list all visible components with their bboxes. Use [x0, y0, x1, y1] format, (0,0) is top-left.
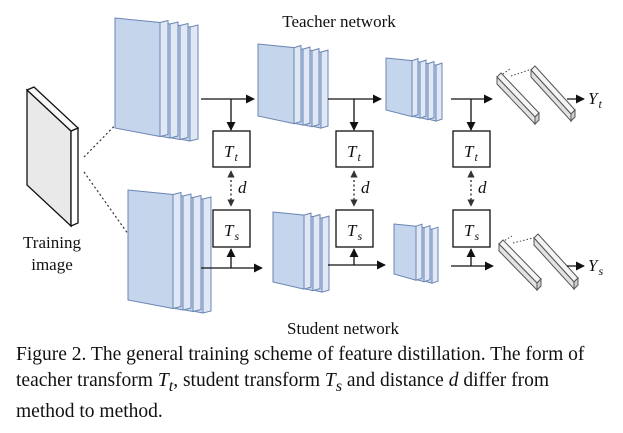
teacher-output-label: Yt [588, 89, 602, 111]
feature-map-sheet [127, 189, 182, 310]
student-transform-1: Ts [212, 209, 251, 268]
teacher-output-features [496, 65, 576, 126]
training-image-label-line2: image [31, 255, 73, 274]
caption-text-middle1: , student transform [173, 370, 325, 391]
student-feature-stack-3 [393, 223, 439, 284]
student-transform-3: Ts [452, 209, 491, 266]
caption-teacher-transform-sub: t [168, 376, 174, 395]
caption-text-suffix: differ from method to method. [16, 370, 550, 422]
distance-2: d [350, 170, 370, 207]
teacher-transform-3: Tt [452, 99, 491, 168]
svg-text:d: d [238, 178, 247, 197]
teacher-transform-2: Tt [335, 99, 374, 168]
student-feature-stack-1 [127, 189, 212, 314]
figure-caption: Figure 2. The general training scheme of… [16, 342, 612, 425]
student-network-label: Student network [287, 319, 399, 338]
student-feature-stack-2 [272, 211, 330, 293]
feature-map-sheet [257, 43, 302, 125]
caption-student-transform-sub: s [335, 376, 343, 395]
caption-text-prefix: Figure 2. The general training scheme of… [16, 344, 585, 391]
training-image [25, 86, 80, 228]
feature-distillation-diagram: Teacher network Student network Training… [23, 12, 603, 338]
student-output-label: Ys [588, 256, 603, 278]
teacher-feature-stack-1 [114, 17, 199, 142]
dotted-arrow-to-student [83, 171, 149, 263]
teacher-transform-1: Tt [212, 99, 251, 168]
svg-text:Tt: Tt [224, 142, 238, 164]
teacher-feature-stack-2 [257, 43, 329, 129]
svg-text:Ts: Ts [347, 221, 362, 243]
student-output-features [498, 233, 579, 292]
feature-map-sheet [272, 211, 312, 290]
training-image-label-line1: Training [23, 233, 81, 252]
svg-text:Ts: Ts [464, 221, 479, 243]
teacher-network-label: Teacher network [282, 12, 396, 31]
caption-distance: d [448, 370, 459, 391]
feature-map-sheet [385, 57, 419, 118]
svg-text:Tt: Tt [464, 142, 478, 164]
caption-student-transform: T [324, 370, 336, 391]
svg-text:Ts: Ts [224, 221, 239, 243]
student-transform-2: Ts [335, 209, 374, 265]
feature-map-sheet [393, 223, 423, 281]
teacher-feature-stack-3 [385, 57, 443, 122]
caption-text-middle2: and distance [342, 370, 449, 391]
svg-text:d: d [478, 178, 487, 197]
distance-1: d [227, 170, 247, 207]
feature-map-sheet [114, 17, 169, 138]
caption-teacher-transform: T [157, 370, 169, 391]
svg-text:d: d [361, 178, 370, 197]
svg-text:Tt: Tt [347, 142, 361, 164]
distance-3: d [467, 170, 487, 207]
